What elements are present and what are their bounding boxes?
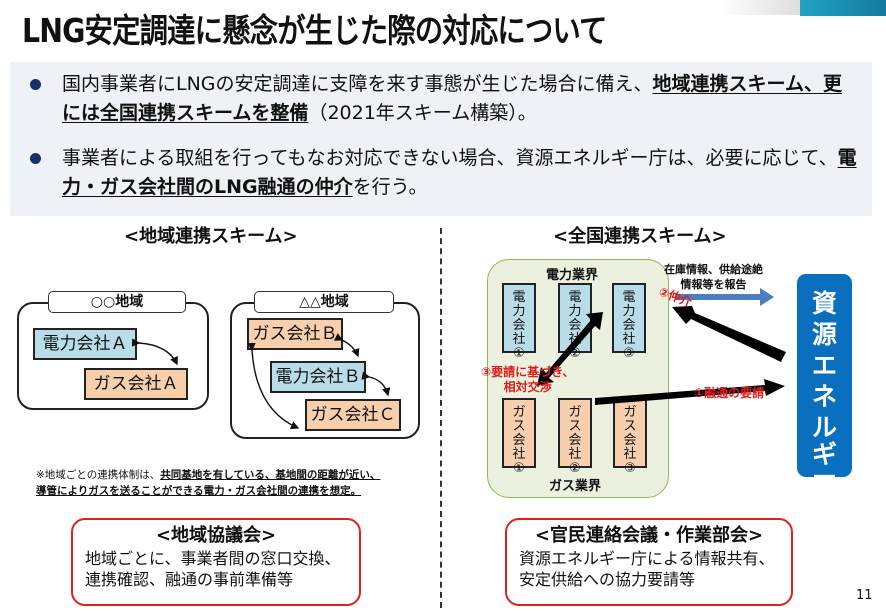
vertical-char: ル <box>811 413 837 442</box>
vertical-char: 社 <box>622 332 636 347</box>
vertical-char: 源 <box>811 320 837 349</box>
agency-box: 資源エネルギー庁 <box>797 274 852 519</box>
company-gas-c: ガス会社Ｃ <box>305 399 401 431</box>
page-title: LNG安定調達に懸念が生じた際の対応について <box>22 11 607 50</box>
vertical-char: ③ <box>623 346 635 361</box>
link-arrow-a <box>131 338 178 366</box>
vertical-char: 社 <box>568 447 582 462</box>
vertical-char: ス <box>568 419 582 434</box>
bullet-dot-icon <box>30 79 41 90</box>
regional-scheme-title: <地域連携スキーム> <box>124 226 298 247</box>
regional-council-line: 連携確認、融通の事前準備等 <box>85 570 294 589</box>
vertical-char: ガ <box>568 405 582 420</box>
region-2-label: △△地域 <box>254 291 394 313</box>
national-council-box: <官民連絡会議・作業部会> 資源エネルギー庁による情報共有、 安定供給への協力要… <box>505 518 793 606</box>
vertical-char: 会 <box>623 433 637 448</box>
company-gas-a: ガス会社Ａ <box>84 368 188 400</box>
title-accent-bar <box>800 0 886 16</box>
vertical-char: 力 <box>622 304 636 319</box>
vertical-char: 電 <box>622 290 636 305</box>
vertical-char: 電 <box>568 290 582 305</box>
mediation-arrow <box>672 306 786 362</box>
vertical-char: 会 <box>512 433 526 448</box>
bullet-text: 国内事業者にLNGの安定調達に支障を来す事態が生じた場合に備え、地域連携スキーム… <box>62 73 842 124</box>
bullet-text: 事業者による取組を行ってもなお対応できない場合、資源エネルギー庁は、必要に応じて… <box>62 147 857 198</box>
link-arrow-gas-b-c <box>247 342 300 430</box>
step3-label: ③要請に基づき、 相対交渉 <box>481 365 575 394</box>
vertical-char: ギ <box>811 440 837 469</box>
vertical-char: 会 <box>622 318 636 333</box>
report-arrow <box>675 288 774 306</box>
report-label: 在庫情報、供給途絶 情報等を報告 <box>664 263 763 291</box>
vertical-char: 力 <box>512 304 526 319</box>
vertical-char: ② <box>569 346 581 361</box>
vertical-char: ガ <box>512 405 526 420</box>
national-council-title: <官民連絡会議・作業部会> <box>534 525 764 546</box>
regional-council-title: <地域協議会> <box>155 525 277 546</box>
national-scheme-title: <全国連携スキーム> <box>553 226 727 247</box>
regional-arrows <box>131 333 391 430</box>
vertical-char: ① <box>513 346 525 361</box>
national-council-line: 資源エネルギー庁による情報共有、 <box>519 549 775 568</box>
page-number: 11 <box>856 588 873 603</box>
company-elec-a: 電力会社Ａ <box>33 328 137 360</box>
vertical-char: エ <box>811 351 837 380</box>
vertical-char: ③ <box>624 461 636 476</box>
vertical-char: 会 <box>568 433 582 448</box>
vertical-char: ス <box>623 419 637 434</box>
national-council-line: 安定供給への協力要請等 <box>519 570 696 589</box>
bullet-dot-icon <box>30 153 41 164</box>
national-arrows <box>537 288 786 405</box>
summary-bullet: 国内事業者にLNGの安定調達に支障を来す事態が生じた場合に備え、地域連携スキーム… <box>30 70 860 128</box>
vertical-char: 会 <box>512 318 526 333</box>
gas-industry-label: ガス業界 <box>549 479 602 494</box>
vertical-char: ー <box>811 463 837 492</box>
request-arrow <box>595 379 785 405</box>
link-arrow-b-b <box>333 333 360 358</box>
power-company-2: 電力会社② <box>558 283 592 361</box>
link-arrow-b-c <box>361 371 391 397</box>
vertical-char: ネ <box>811 382 837 411</box>
negotiation-arrow <box>537 312 603 386</box>
vertical-char: 庁 <box>811 490 837 519</box>
vertical-char: 社 <box>512 332 526 347</box>
vertical-char: 社 <box>512 447 526 462</box>
region-1-label: ○○地域 <box>48 291 186 313</box>
summary-bullet: 事業者による取組を行ってもなお対応できない場合、資源エネルギー庁は、必要に応じて… <box>30 144 860 202</box>
vertical-char: ガ <box>623 405 637 420</box>
vertical-char: ① <box>513 461 525 476</box>
vertical-char: ② <box>569 461 581 476</box>
vertical-char: 社 <box>623 447 637 462</box>
summary-box: 国内事業者にLNGの安定調達に支障を来す事態が生じた場合に備え、地域連携スキーム… <box>10 62 872 216</box>
vertical-char: 力 <box>568 304 582 319</box>
power-industry-label: 電力業界 <box>546 268 599 283</box>
vertical-char: 電 <box>512 290 526 305</box>
vertical-char: 資 <box>811 289 837 318</box>
step1-label: ①融通の要請 <box>694 386 765 400</box>
regional-council-line: 地域ごとに、事業者間の窓口交換、 <box>85 549 341 568</box>
section-divider <box>440 228 442 608</box>
vertical-char: ス <box>512 419 526 434</box>
regional-council-box: <地域協議会> 地域ごとに、事業者間の窓口交換、 連携確認、融通の事前準備等 <box>71 518 361 606</box>
vertical-char: 会 <box>568 318 582 333</box>
regional-note: ※地域ごとの連携体制は、共同基地を有している、基地間の距離が近い、 導管によりガ… <box>36 469 381 497</box>
